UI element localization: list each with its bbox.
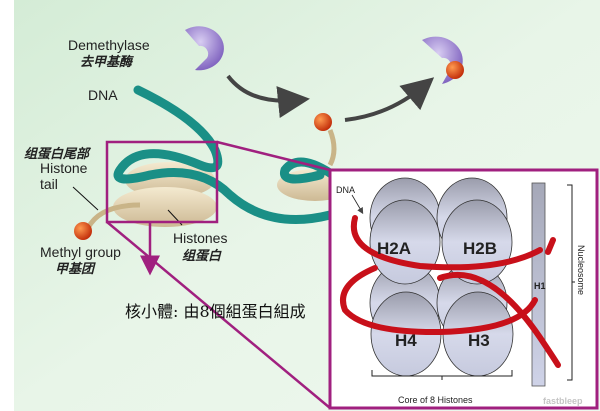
histone-tail-right [327, 129, 337, 167]
methyl-group-zh-label: 甲基团 [55, 261, 96, 277]
zoom-line-top [216, 140, 331, 172]
histones-zh-label: 组蛋白 [182, 248, 222, 264]
zoom-highlight-box [105, 140, 219, 224]
histone-tail-zh-label: 组蛋白尾部 [24, 146, 92, 162]
methyl-group-icon [74, 222, 92, 240]
demethylase-label: Demethylase [68, 37, 150, 53]
inset-dna-strand [340, 215, 561, 368]
core-label: Core of 8 Histones [398, 395, 473, 405]
histone-disc-lower [113, 187, 217, 227]
histone-tail-label-2: tail [40, 176, 58, 192]
tail-pointer [72, 186, 99, 211]
histone-h2a [369, 199, 441, 285]
h4-label: H4 [395, 331, 417, 350]
demethylase-enzyme-icon [185, 26, 224, 71]
h2b-label: H2B [463, 239, 497, 258]
h3-label: H3 [468, 331, 490, 350]
methyl-group-label: Methyl group [40, 244, 121, 260]
histones-label: Histones [173, 230, 227, 246]
nucleosome-label: Nucleosome [576, 245, 586, 295]
h1-label: H1 [534, 281, 546, 291]
dna-label: DNA [88, 87, 118, 103]
methyl-group-free-icon [314, 113, 332, 131]
methyl-group-bound-icon [446, 61, 464, 79]
core-bracket [371, 370, 513, 380]
demethylase-zh-label: 去甲基酶 [80, 54, 134, 70]
arrow-demethylase-icon [226, 74, 310, 118]
dna-pointer [351, 194, 364, 215]
inset-dna-label: DNA [336, 185, 355, 195]
watermark: fastbleep [543, 396, 583, 406]
zoom-line-bottom [106, 221, 331, 409]
h2a-label: H2A [377, 239, 411, 258]
histone-tail-label-1: Histone [40, 160, 88, 176]
nucleosome-inset: DNA H2A H2B H4 H3 H1 Nucleosome Core of … [328, 168, 599, 410]
nucleosome-bracket [567, 184, 575, 381]
caption: 核小體: 由8個組蛋白組成 [125, 302, 306, 321]
arrow-release-icon [344, 77, 435, 122]
